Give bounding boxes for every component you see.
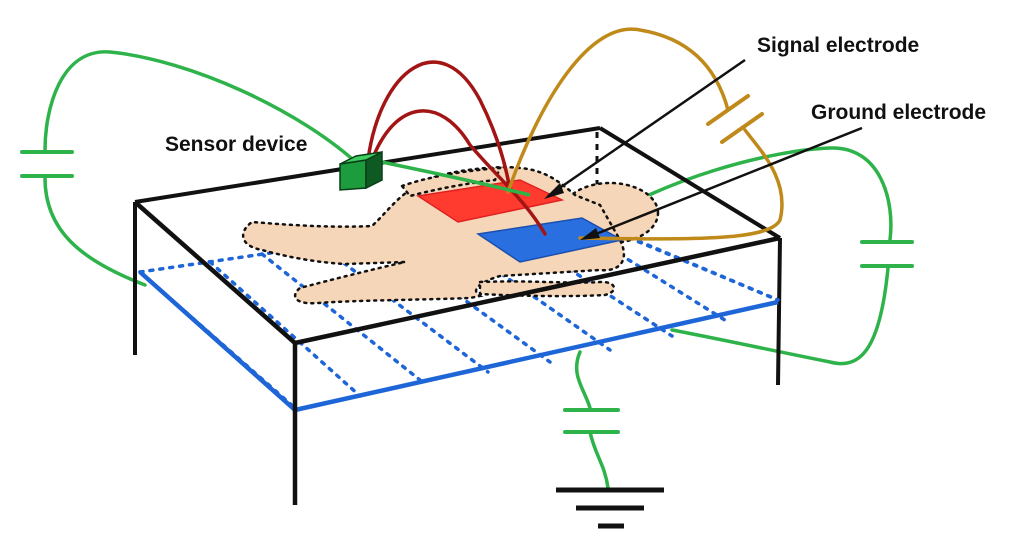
ground-plate-front-edges	[138, 270, 779, 413]
signal-pointer-line	[547, 58, 746, 198]
red-wire-signal	[366, 60, 512, 192]
table-frame-front	[133, 200, 781, 505]
ground-pointer-arrowhead	[580, 228, 600, 240]
brown-wire-return	[578, 128, 784, 241]
brown-wires	[506, 27, 784, 241]
brown-capacitor-symbol	[706, 94, 764, 144]
green-wires	[43, 50, 893, 490]
signal-electrode-label: Signal electrode	[757, 34, 919, 57]
sensor-device-label: Sensor device	[165, 133, 307, 156]
ground-pointer-line	[585, 126, 863, 240]
ground-symbol	[556, 487, 664, 529]
pointer-arrowheads	[544, 183, 600, 240]
signal-pointer-arrowhead	[544, 183, 564, 199]
bottom-ground-wire	[574, 350, 610, 490]
ground-electrode-label: Ground electrode	[811, 101, 986, 124]
right-green-wire	[593, 146, 893, 366]
brown-wire-signal	[506, 27, 730, 194]
red-wires	[366, 60, 547, 236]
pointer-lines	[547, 58, 863, 240]
red-wire-ground	[370, 109, 547, 236]
green-wire-sensor-to-electrode	[371, 158, 531, 197]
left-green-wire	[43, 50, 362, 287]
sensor-device-cube	[339, 150, 383, 191]
capacitor-symbol	[20, 150, 914, 434]
